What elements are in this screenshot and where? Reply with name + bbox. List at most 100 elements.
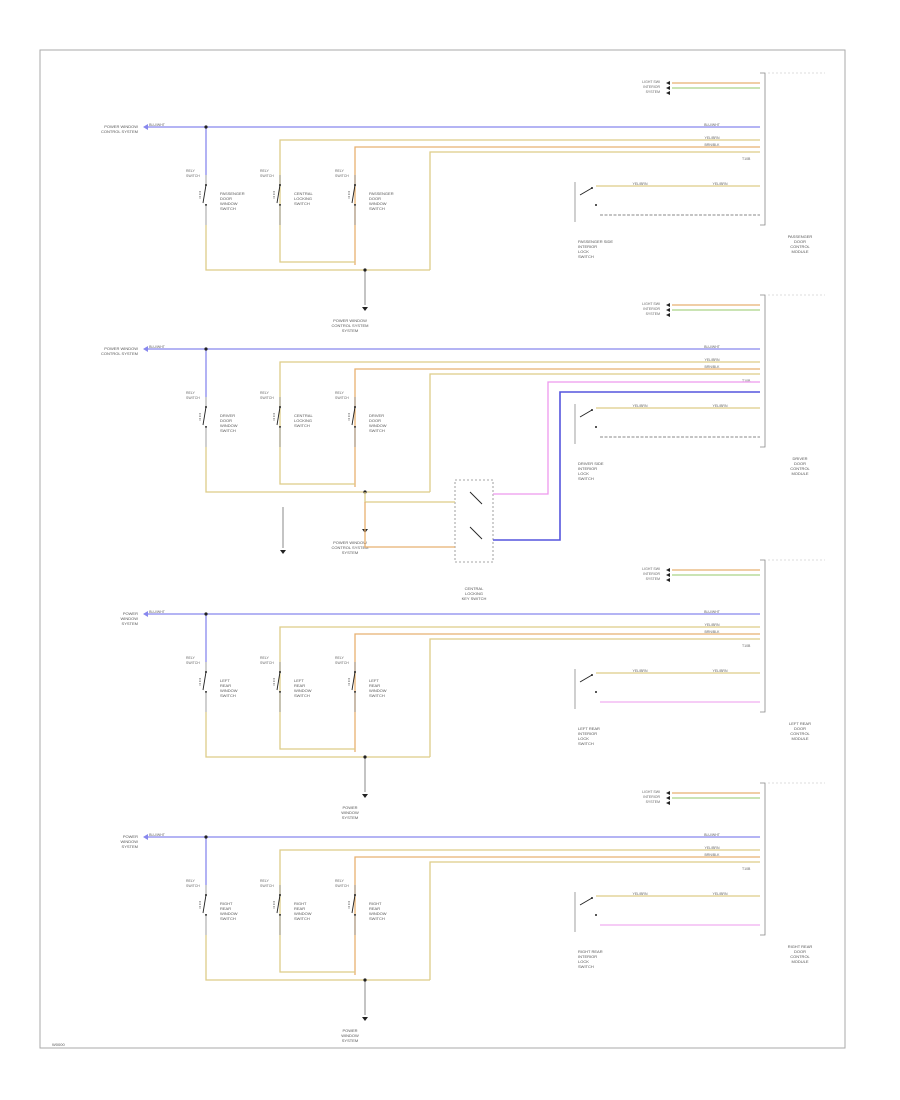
- switch-tag: RELY: [186, 879, 196, 883]
- switch-contact: [354, 671, 356, 673]
- source-label: WINDOW: [120, 839, 138, 844]
- connector-label: LIGHT SWI: [642, 790, 660, 794]
- lock-switch-caption: LOCK: [578, 959, 589, 964]
- ground-icon: [362, 1017, 368, 1021]
- wire-return: [205, 712, 430, 758]
- splice-dot: [204, 612, 208, 616]
- module-outline: [760, 782, 766, 936]
- wire-yellow: [429, 151, 760, 270]
- connector-label: SYSTEM: [646, 800, 660, 804]
- lock-switch-caption: SWITCH: [578, 741, 594, 746]
- switch-caption: WINDOW: [294, 911, 312, 916]
- lock-switch-caption: PASSENGER SIDE: [578, 239, 613, 244]
- lock-switch-caption: INTERIOR: [578, 466, 597, 471]
- ground-label: SYSTEM: [342, 815, 358, 820]
- switch-lever: [276, 406, 281, 426]
- switch-caption: REAR: [294, 906, 305, 911]
- switch-lever: [469, 526, 483, 540]
- module-outline: [760, 294, 766, 448]
- lock-switch-caption: INTERIOR: [578, 954, 597, 959]
- switch-caption: WINDOW: [220, 688, 238, 693]
- switch-contact: [595, 914, 597, 916]
- switch-caption: REAR: [369, 906, 380, 911]
- lock-switch-caption: INTERIOR: [578, 731, 597, 736]
- switch-tag: SWITCH: [186, 174, 200, 178]
- switch-tag: SWITCH: [186, 396, 200, 400]
- switch-caption: LOCKING: [294, 418, 312, 423]
- switch-lever: [469, 491, 483, 505]
- module-caption: MODULE: [791, 736, 808, 741]
- wire-label: YEL/BRN: [633, 669, 648, 673]
- wire-return: [279, 472, 355, 485]
- switch-caption: CENTRAL: [294, 191, 313, 196]
- switch-caption: RIGHT: [369, 901, 382, 906]
- module-outline: [760, 559, 766, 713]
- switch-contact: [279, 184, 281, 186]
- connector-arrow-icon: [666, 91, 670, 95]
- source-label: CONTROL SYSTEM: [101, 129, 138, 134]
- wire-return: [205, 225, 430, 271]
- wire-yellow: [429, 373, 760, 492]
- connector-label: LIGHT SWI: [642, 302, 660, 306]
- switch-caption: LEFT: [369, 678, 379, 683]
- connector-arrow-icon: [143, 611, 148, 617]
- source-label: POWER: [123, 611, 138, 616]
- switch-tag: RELY: [335, 879, 345, 883]
- source-label: CONTROL SYSTEM: [101, 351, 138, 356]
- lock-switch-caption: LOCK: [578, 471, 589, 476]
- switch-caption: DOOR: [220, 418, 232, 423]
- wire-label: BLU/WHT: [149, 610, 166, 614]
- switch-caption: CENTRAL: [294, 413, 313, 418]
- switch-caption: LOCKING: [294, 196, 312, 201]
- switch-caption: SWITCH: [294, 201, 310, 206]
- switch-caption: WINDOW: [369, 201, 387, 206]
- wire-label: YEL/BRN: [705, 358, 720, 362]
- wire-return: [279, 960, 355, 973]
- switch-lever: [276, 184, 281, 204]
- wire-orange: [354, 368, 760, 487]
- wire-yellow: [429, 861, 760, 980]
- source-label: WINDOW: [120, 616, 138, 621]
- switch-contact: [595, 204, 597, 206]
- switch-caption: RIGHT: [220, 901, 233, 906]
- connector-arrow-icon: [143, 124, 148, 130]
- switch-caption: SWITCH: [220, 693, 236, 698]
- ground-label: SYSTEM: [342, 1038, 358, 1043]
- wire-orange: [354, 856, 760, 975]
- splice-dot: [363, 755, 367, 759]
- connector-label: LIGHT SWI: [642, 80, 660, 84]
- switch-tag: SWITCH: [186, 884, 200, 888]
- switch-tag: RELY: [186, 169, 196, 173]
- lock-switch-lever: [579, 674, 593, 683]
- wire-blue-dark: [493, 391, 760, 541]
- source-label: SYSTEM: [122, 621, 138, 626]
- switch-contact: [354, 406, 356, 408]
- ground-label: CONTROL SYSTEM: [332, 323, 369, 328]
- pin-label: T10B: [742, 379, 751, 383]
- wire-label: YEL/BRN: [713, 892, 728, 896]
- switch-lever: [351, 184, 356, 204]
- module-caption: DRIVER: [792, 456, 807, 461]
- switch-lever: [202, 406, 207, 426]
- switch-caption: SWITCH: [369, 693, 385, 698]
- switch-tag: RELY: [335, 656, 345, 660]
- footer-code: W0000: [52, 1042, 65, 1047]
- lock-switch-lever: [579, 897, 593, 906]
- module-outline: [760, 72, 766, 226]
- ground-label: POWER WINDOW: [333, 540, 367, 545]
- wire-orange: [354, 633, 760, 752]
- switch-lever: [276, 671, 281, 691]
- switch-caption: DOOR: [220, 196, 232, 201]
- switch-tag: RELY: [335, 391, 345, 395]
- switch-caption: WINDOW: [220, 201, 238, 206]
- switch-caption: WINDOW: [220, 911, 238, 916]
- switch-caption: SWITCH: [220, 206, 236, 211]
- module-caption: CONTROL: [790, 731, 810, 736]
- switch-contact: [279, 406, 281, 408]
- module-caption: MODULE: [791, 471, 808, 476]
- switch-caption: SWITCH: [369, 428, 385, 433]
- switch-contact: [591, 187, 593, 189]
- switch-caption: SWITCH: [369, 206, 385, 211]
- ground-label: WINDOW: [341, 1033, 359, 1038]
- connector-arrow-icon: [666, 573, 670, 577]
